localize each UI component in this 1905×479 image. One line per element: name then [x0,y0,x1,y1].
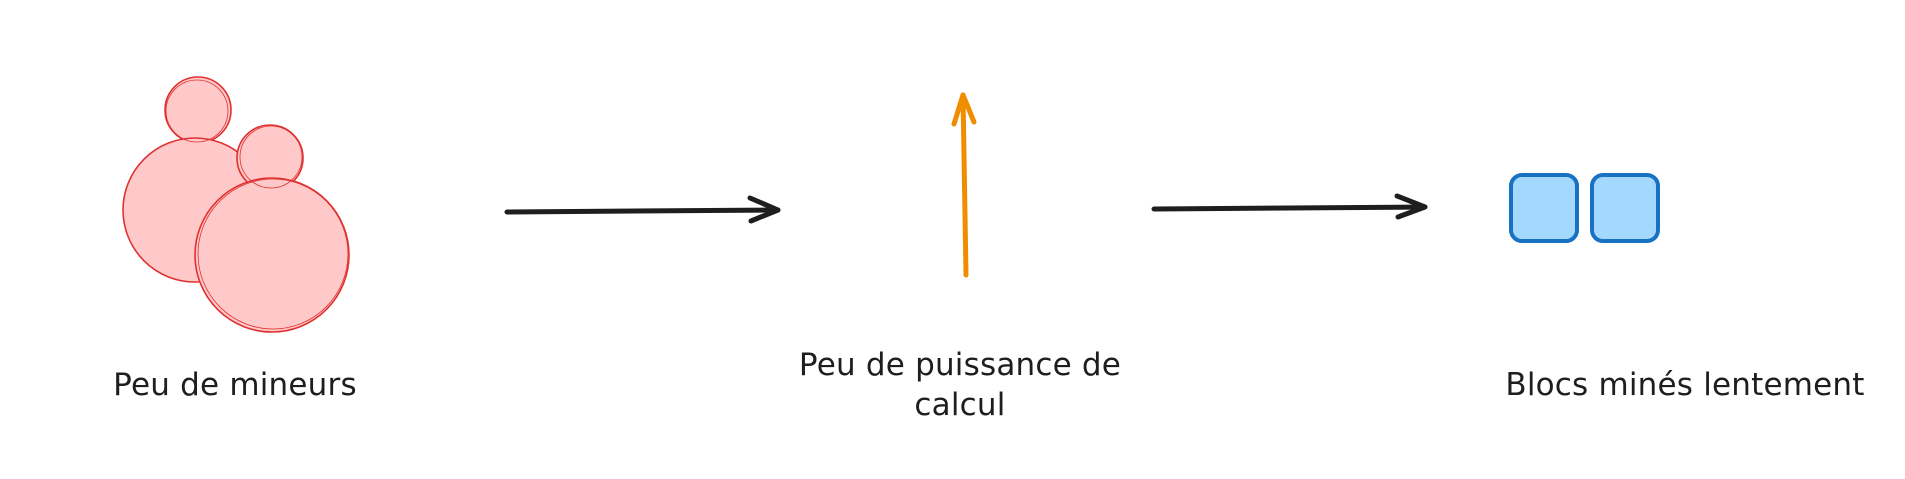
arrow-hashpower-to-blocks [1151,193,1428,220]
miner-sketch-line [197,178,349,330]
label-peu-de-puissance-de-calcul: Peu de puissance de calcul [798,347,1122,423]
label-peu-de-mineurs: Peu de mineurs [113,367,357,403]
miners-group-icon [122,76,350,333]
block-icon [1590,173,1660,243]
miner-body-icon [194,177,350,333]
up-arrow-icon [951,92,977,278]
arrow-miners-to-hashpower [504,195,781,224]
miner-sketch-line [239,125,303,189]
label-blocs-mines-lentement: Blocs minés lentement [1505,367,1865,403]
block-icon [1509,173,1579,243]
miner-sketch-line [165,79,229,143]
blocks-icon [1509,173,1660,243]
